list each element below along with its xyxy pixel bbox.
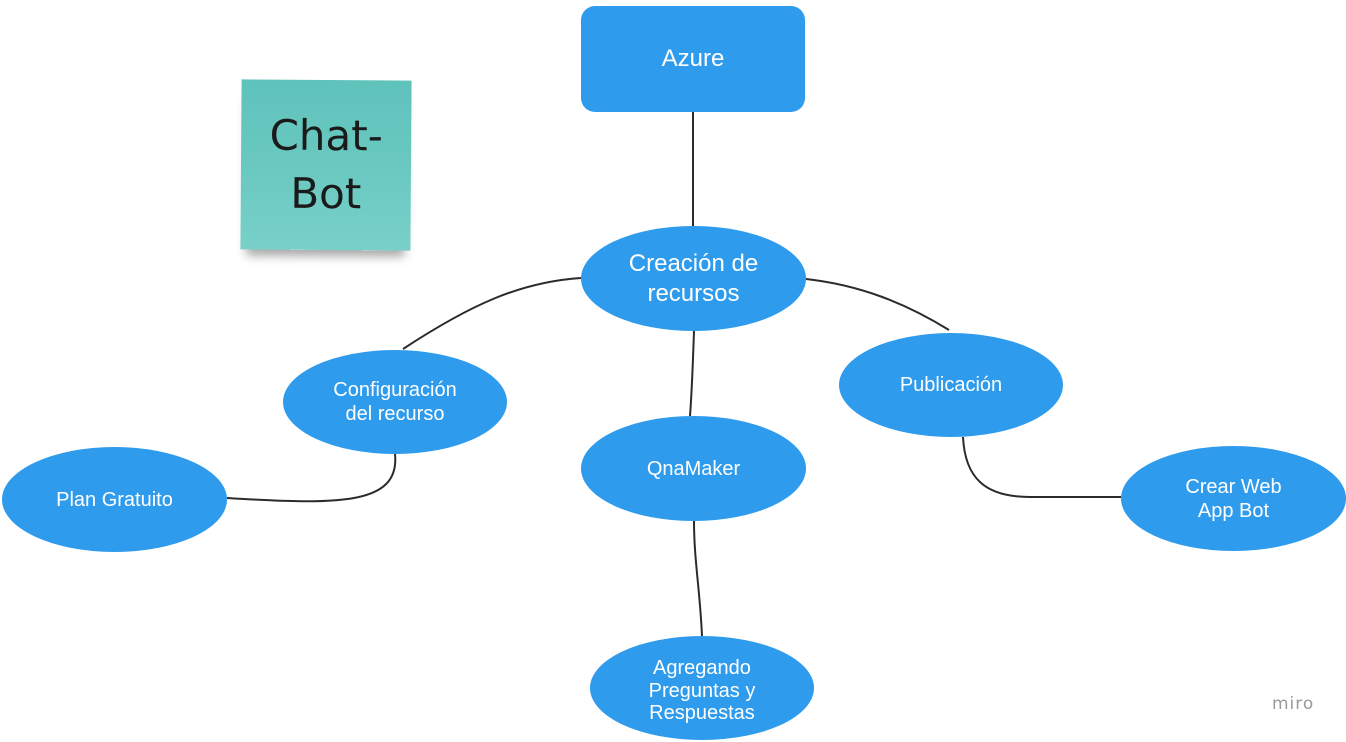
- node-crear-web-app-bot[interactable]: Crear Web App Bot: [1121, 446, 1346, 551]
- sticky-note-text: Chat- Bot: [269, 110, 384, 219]
- node-qnamaker[interactable]: QnaMaker: [581, 416, 806, 521]
- sticky-note[interactable]: Chat- Bot: [240, 79, 412, 251]
- node-agregando-preguntas-y-respuestas[interactable]: Agregando Preguntas y Respuestas: [590, 636, 814, 740]
- node-azure[interactable]: Azure: [581, 6, 805, 112]
- node-publicacion[interactable]: Publicación: [839, 333, 1063, 437]
- connector-qnamaker-agregando: [693, 520, 703, 637]
- connector-publicacion-crear: [962, 436, 1121, 498]
- node-configuracion-del-recurso[interactable]: Configuración del recurso: [283, 350, 507, 454]
- connector-creacion-publicacion: [805, 278, 950, 331]
- connector-creacion-config: [402, 277, 582, 350]
- connector-creacion-qnamaker: [689, 330, 695, 417]
- connector-config-plan: [226, 453, 397, 503]
- node-plan-gratuito[interactable]: Plan Gratuito: [2, 447, 227, 552]
- miro-watermark: miro: [1272, 694, 1315, 714]
- node-creacion-de-recursos[interactable]: Creación de recursos: [581, 226, 806, 331]
